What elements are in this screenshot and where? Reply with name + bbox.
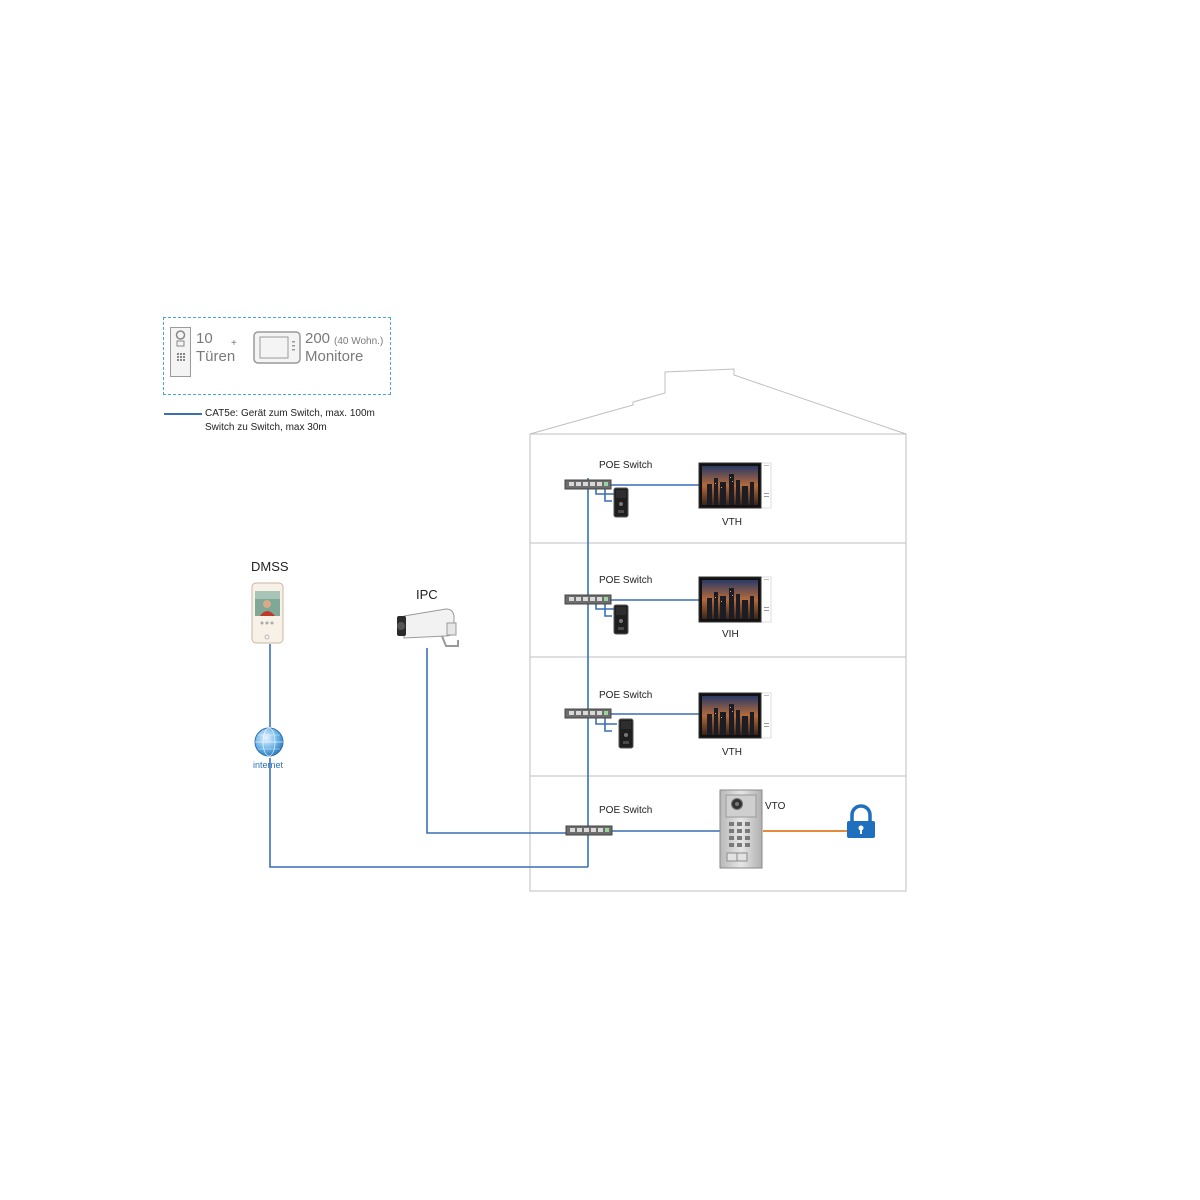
house-outline xyxy=(529,368,907,892)
plus-sign: + xyxy=(231,338,237,349)
cat5e-cables xyxy=(269,478,722,868)
floor1-monitor-label: VTH xyxy=(722,747,742,758)
vto-label: VTO xyxy=(765,801,786,812)
indoor-monitor-floor2 xyxy=(698,576,772,623)
poe-switch-floor3 xyxy=(564,479,612,490)
doors-count: 10 xyxy=(196,330,213,347)
poe-switch-floor1 xyxy=(564,708,612,719)
poe-switch-floor2 xyxy=(564,594,612,605)
cable-legend-line1: CAT5e: Gerät zum Switch, max. 100m xyxy=(205,408,375,419)
indoor-monitor-floor3 xyxy=(698,462,772,509)
floor3-switch-label: POE Switch xyxy=(599,460,653,471)
monitors-note: (40 Wohn.) xyxy=(334,336,384,347)
floor2-switch-label: POE Switch xyxy=(599,575,653,586)
floor3-monitor-label: VTH xyxy=(722,517,742,528)
internet-label: internet xyxy=(253,760,284,770)
cable-legend-line2: Switch zu Switch, max 30m xyxy=(205,422,327,433)
door-camera-floor2 xyxy=(613,604,629,635)
poe-switch-ground xyxy=(565,825,613,836)
monitors-count: 200 xyxy=(305,330,331,347)
cable-legend-swatch xyxy=(164,413,202,415)
doors-label: Türen xyxy=(196,348,236,365)
indoor-monitor-floor1 xyxy=(698,692,772,739)
monitor-icon xyxy=(253,331,301,364)
floor1-switch-label: POE Switch xyxy=(599,690,653,701)
capacity-box: 10 Türen + 200 (40 Wohn.) Monitore xyxy=(163,317,391,395)
monitors-label: Monitore xyxy=(305,348,364,365)
dmss-label: DMSS xyxy=(251,559,289,574)
internet-globe-icon xyxy=(254,727,284,757)
ip-camera-icon xyxy=(397,608,459,647)
door-lock-icon xyxy=(847,804,875,838)
vto-outdoor-station xyxy=(719,789,763,869)
smartphone-icon xyxy=(251,582,284,644)
floor2-monitor-label: VIH xyxy=(722,629,739,640)
door-camera-floor3 xyxy=(613,487,629,518)
ipc-label: IPC xyxy=(416,587,438,602)
door-station-icon xyxy=(170,327,191,377)
door-camera-floor1 xyxy=(618,718,634,749)
ground-switch-label: POE Switch xyxy=(599,805,653,816)
